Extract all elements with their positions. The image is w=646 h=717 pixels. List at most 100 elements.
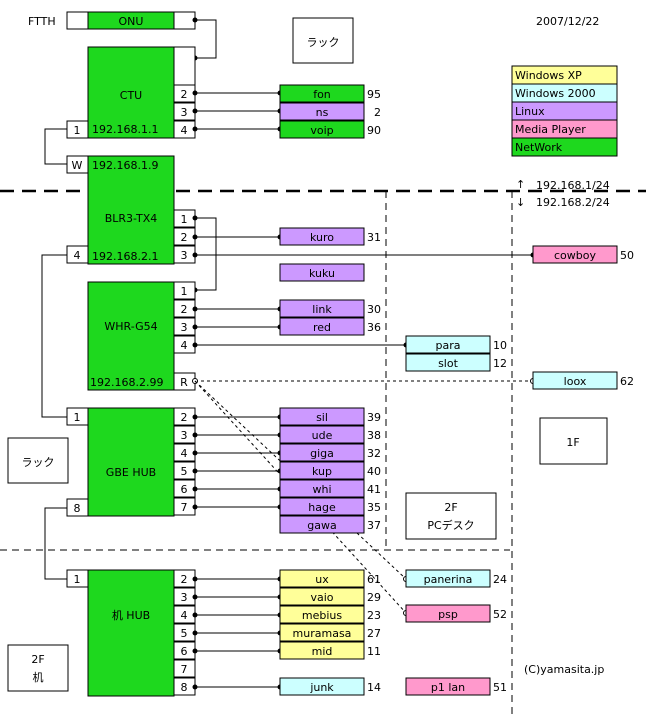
host-muramasa-name: muramasa bbox=[293, 627, 352, 640]
legend-label-media-player: Media Player bbox=[515, 123, 586, 136]
host-junk-name: junk bbox=[309, 681, 334, 694]
rack-top-label: ラック bbox=[307, 36, 340, 49]
ctu-port-3-label: 3 bbox=[181, 106, 188, 119]
gbe-port-4-label: 4 bbox=[181, 447, 188, 460]
blr-port-w-label: W bbox=[72, 159, 83, 172]
desk-port-3-label: 3 bbox=[181, 591, 188, 604]
dot-muramasa-a bbox=[192, 630, 198, 636]
dot-junk-a bbox=[192, 684, 198, 690]
legend-label-linux: Linux bbox=[515, 105, 545, 118]
host-hage-num: 35 bbox=[367, 501, 381, 514]
host-ude bbox=[279, 425, 365, 444]
host-panerina bbox=[405, 569, 491, 588]
host-kuro-name: kuro bbox=[310, 231, 334, 244]
ctu-port-2-label: 2 bbox=[181, 88, 188, 101]
whr-port-1 bbox=[173, 281, 196, 300]
whr-ip: 192.168.2.99 bbox=[90, 376, 163, 389]
host-ns-name: ns bbox=[316, 106, 329, 119]
desk-links bbox=[192, 576, 283, 690]
whr-port-r-label: R bbox=[180, 376, 188, 389]
desk-port-1-label: 1 bbox=[74, 573, 81, 586]
rack-left-box bbox=[7, 437, 69, 484]
subnet-lower-label: 192.168.2/24 bbox=[536, 196, 610, 209]
ctu-name: CTU bbox=[120, 89, 142, 102]
host-hage bbox=[279, 497, 365, 516]
host-kuro bbox=[279, 227, 365, 246]
legend: Windows XP Windows 2000 Linux Media Play… bbox=[511, 65, 618, 157]
desk-port-1 bbox=[66, 569, 89, 588]
gbe-port-7-label: 7 bbox=[181, 501, 188, 514]
blr-whr-link bbox=[195, 217, 217, 291]
host-loox-num: 62 bbox=[620, 375, 634, 388]
gbe-ports: 2 3 4 5 6 7 bbox=[173, 407, 196, 516]
host-ude-num: 38 bbox=[367, 429, 381, 442]
gbe-port-1-label: 1 bbox=[74, 411, 81, 424]
host-mebius bbox=[279, 605, 365, 624]
desk-port-7 bbox=[173, 659, 196, 678]
blr-port-2-label: 2 bbox=[181, 231, 188, 244]
host-giga bbox=[279, 443, 365, 462]
pcdesk-label-line2: PCデスク bbox=[427, 518, 474, 532]
floor1-label: 1F bbox=[566, 436, 579, 449]
host-mid-name: mid bbox=[312, 645, 333, 658]
host-cowboy-name: cowboy bbox=[554, 249, 596, 262]
gbe-hub-name: GBE HUB bbox=[106, 466, 156, 479]
dot-ux-a bbox=[192, 576, 198, 582]
onu-name: ONU bbox=[119, 15, 144, 28]
host-sil-name: sil bbox=[316, 411, 328, 424]
host-red-num: 36 bbox=[367, 321, 381, 334]
host-giga-name: giga bbox=[310, 447, 334, 460]
host-kuro-num: 31 bbox=[367, 231, 381, 244]
blr-port-1-label: 1 bbox=[181, 213, 188, 226]
host-whi-num: 41 bbox=[367, 483, 381, 496]
subnet-upper-label: 192.168.1/24 bbox=[536, 179, 610, 192]
onu-link-dot bbox=[192, 17, 198, 23]
host-para bbox=[405, 335, 491, 354]
desk2f-box bbox=[7, 644, 69, 692]
host-gawa-name: gawa bbox=[307, 519, 336, 532]
subnet-arrow-down: ↓ bbox=[516, 196, 525, 209]
host-para-name: para bbox=[436, 339, 461, 352]
ctu-wan-port bbox=[173, 46, 196, 86]
blr-wan-ip: 192.168.1.9 bbox=[92, 159, 158, 172]
ctu-port-4-label: 4 bbox=[181, 124, 188, 137]
blr-device bbox=[87, 155, 175, 265]
host-link-name: link bbox=[312, 303, 332, 316]
floor1-box bbox=[539, 417, 608, 465]
host-psp-name: psp bbox=[438, 608, 458, 621]
gbe-port-2-label: 2 bbox=[181, 411, 188, 424]
host-mid bbox=[279, 641, 365, 660]
host-ux-name: ux bbox=[315, 573, 329, 586]
host-cowboy bbox=[532, 245, 618, 264]
legend-label-windows-2000: Windows 2000 bbox=[515, 87, 596, 100]
host-slot bbox=[405, 353, 491, 372]
dot-mebius-a bbox=[192, 612, 198, 618]
dot-red-a bbox=[192, 324, 198, 330]
host-ux bbox=[279, 569, 365, 588]
dot-ude-a bbox=[192, 432, 198, 438]
host-gawa bbox=[279, 515, 365, 534]
host-ns-num: 2 bbox=[374, 106, 381, 119]
host-link-num: 30 bbox=[367, 303, 381, 316]
host-whi-name: whi bbox=[312, 483, 331, 496]
blr-gbe-link bbox=[41, 254, 67, 418]
onu-in-port bbox=[66, 11, 89, 30]
dot-sil-a bbox=[192, 414, 198, 420]
host-ude-name: ude bbox=[312, 429, 333, 442]
host-kup-name: kup bbox=[312, 465, 332, 478]
blr-name: BLR3-TX4 bbox=[105, 212, 158, 225]
desk-port-4-label: 4 bbox=[181, 609, 188, 622]
ctu-port-1-label: 1 bbox=[74, 124, 81, 137]
host-slot-name: slot bbox=[438, 357, 459, 370]
blr-port-3-label: 3 bbox=[181, 249, 188, 262]
gbe-port-6-label: 6 bbox=[181, 483, 188, 496]
legend-swatch-network bbox=[511, 137, 618, 157]
host-red bbox=[279, 317, 365, 336]
dot-hage-a bbox=[192, 504, 198, 510]
gbe-port-5-label: 5 bbox=[181, 465, 188, 478]
whr-port-1-label: 1 bbox=[181, 285, 188, 298]
blr-port-w bbox=[66, 155, 89, 174]
host-para-num: 10 bbox=[493, 339, 507, 352]
gbe-desk-link bbox=[44, 507, 67, 580]
